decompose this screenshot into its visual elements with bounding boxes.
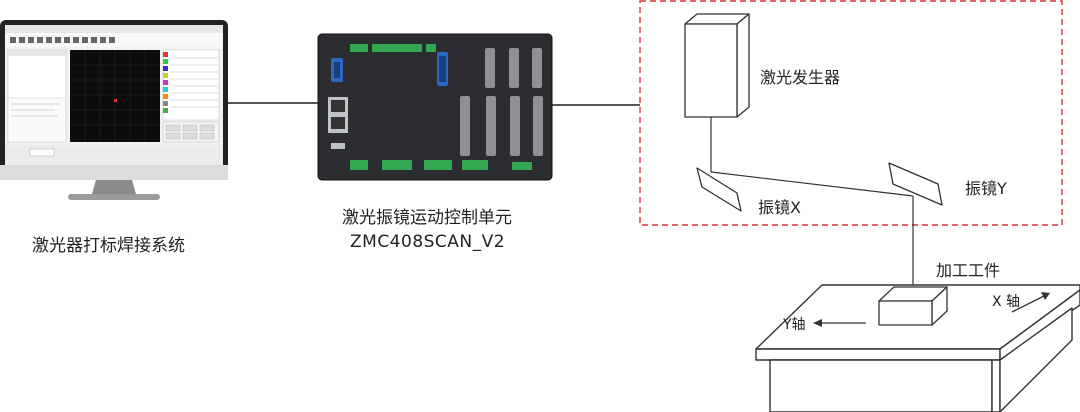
galvo-x-label: 振镜X bbox=[758, 198, 801, 217]
laser-generator-label: 激光发生器 bbox=[760, 68, 841, 87]
workpiece-label: 加工工件 bbox=[936, 261, 1001, 280]
galvo-mirror-y bbox=[888, 162, 943, 206]
motion-controller bbox=[317, 33, 553, 181]
workpiece-box bbox=[878, 286, 948, 326]
laser-beam bbox=[710, 117, 914, 287]
controller-name: 激光振镜运动控制单元 bbox=[342, 208, 512, 228]
x-axis-label: X 轴 bbox=[992, 294, 1021, 310]
pc-monitor bbox=[0, 20, 228, 200]
y-axis-label: Y轴 bbox=[783, 317, 806, 333]
controller-model: ZMC408SCAN_V2 bbox=[350, 232, 506, 252]
pc-caption: 激光器打标焊接系统 bbox=[32, 236, 185, 256]
laser-generator bbox=[684, 13, 750, 118]
galvo-mirror-x bbox=[696, 167, 742, 212]
x-axis-arrow bbox=[1011, 292, 1050, 313]
galvo-system-boundary bbox=[639, 0, 1063, 226]
galvo-y-label: 振镜Y bbox=[965, 179, 1007, 198]
y-axis-arrow bbox=[813, 319, 866, 327]
